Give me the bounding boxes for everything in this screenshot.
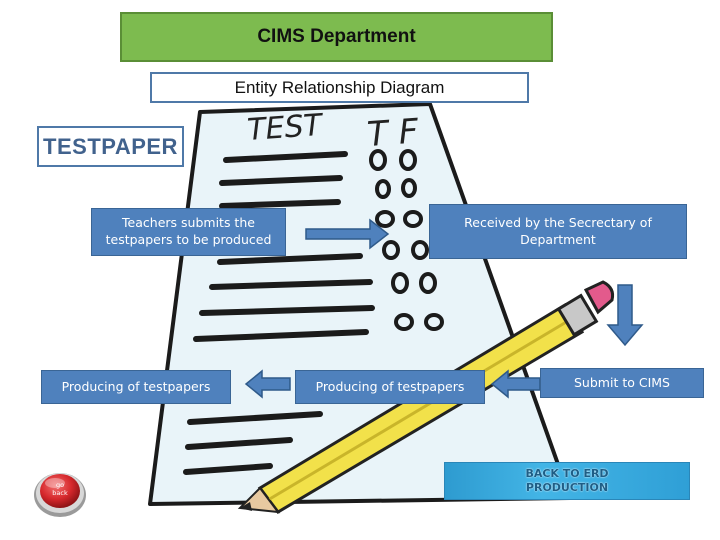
step-producing-testpapers-mid: Producing of testpapers	[295, 370, 485, 404]
go-back-label: go back	[33, 481, 87, 498]
answer-bubbles	[369, 149, 444, 331]
paper-lines	[183, 151, 375, 475]
back-button-line2: PRODUCTION	[525, 481, 609, 494]
testpaper-label: TESTPAPER	[37, 126, 184, 167]
go-back-label-line2: back	[52, 488, 68, 497]
step-producing-testpapers-left: Producing of testpapers	[41, 370, 231, 404]
pencil-icon	[237, 280, 615, 514]
arrow-left-icon	[244, 369, 291, 399]
go-back-label-line1: go	[55, 481, 65, 489]
arrow-left-icon	[490, 369, 541, 399]
go-back-button[interactable]: go back	[33, 466, 91, 518]
step-received-by-secretary: Received by the Secrectary of Department	[429, 204, 687, 259]
go-back-button-icon	[34, 473, 86, 517]
paper-marks-text: T F	[366, 111, 420, 155]
arrow-right-icon	[305, 218, 390, 250]
step-teachers-submit: Teachers submits the testpapers to be pr…	[91, 208, 286, 256]
back-to-erd-button[interactable]: BACK TO ERD PRODUCTION	[444, 462, 690, 500]
department-title: CIMS Department	[120, 12, 553, 62]
arrow-down-icon	[606, 284, 644, 347]
diagram-title: Entity Relationship Diagram	[150, 72, 529, 103]
paper-title-text: TEST	[246, 108, 326, 148]
step-submit-to-cims: Submit to CIMS	[540, 368, 704, 398]
flow-arrows	[244, 218, 644, 399]
back-button-line1: BACK TO ERD	[525, 467, 609, 481]
